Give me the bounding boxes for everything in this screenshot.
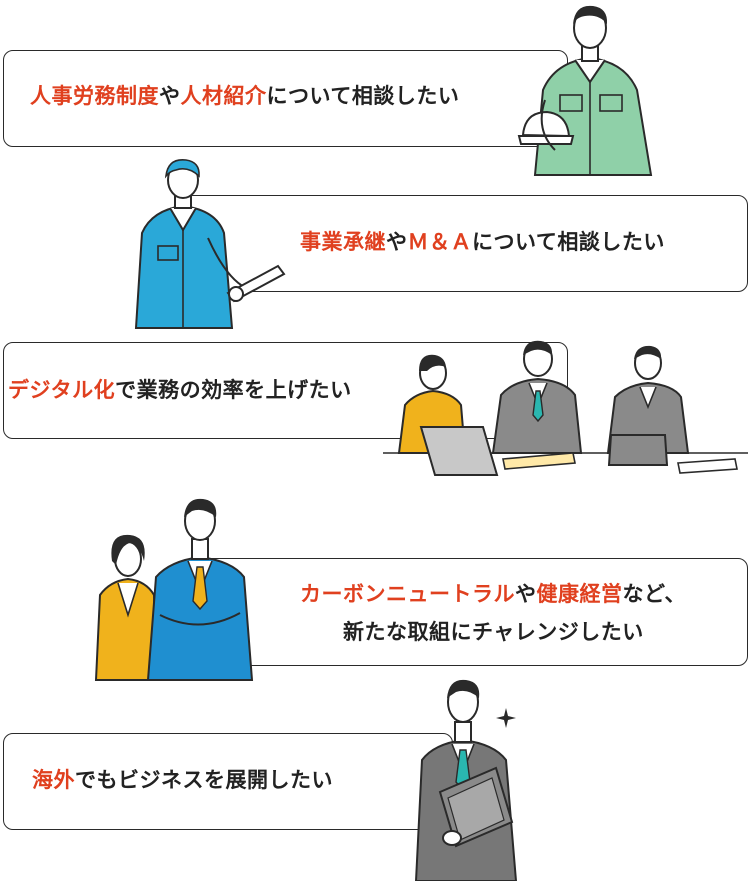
plain-text: について相談したい [266, 84, 460, 108]
highlight-text: 海外 [32, 768, 75, 792]
consult-text-carbon-line1: カーボンニュートラルや健康経営など、 [300, 580, 686, 608]
highlight-text: 人事労務制度 [30, 84, 159, 108]
consult-text-succession: 事業承継やＭ＆Ａについて相談したい [300, 228, 665, 256]
highlight-text: デジタル化 [8, 378, 116, 402]
business-pair-icon [94, 498, 254, 681]
plain-text: について相談したい [472, 230, 665, 254]
highlight-text: 事業承継 [300, 230, 386, 254]
plain-text: で業務の効率を上げたい [115, 378, 352, 402]
consult-text-overseas: 海外でもビジネスを展開したい [32, 766, 333, 794]
plain-text: や [515, 582, 537, 606]
highlight-text: 人材紹介 [180, 84, 267, 108]
consult-card-digital [3, 342, 568, 439]
consult-text-digital: デジタル化で業務の効率を上げたい [8, 376, 352, 404]
consult-text-carbon-line2: 新たな取組にチャレンジしたい [343, 618, 644, 646]
plain-text: や [386, 230, 408, 254]
consult-card-carbon [183, 558, 748, 666]
plain-text: など、 [622, 582, 686, 606]
plain-text: 新たな取組にチャレンジしたい [343, 620, 644, 644]
plain-text: や [159, 84, 181, 108]
businessman-with-tablet-icon [414, 679, 518, 881]
worker-with-helmet-icon [517, 5, 653, 176]
highlight-text: Ｍ＆Ａ [407, 230, 472, 254]
highlight-text: 健康経営 [536, 582, 623, 606]
highlight-text: カーボンニュートラル [300, 582, 515, 606]
office-meeting-icon [383, 340, 748, 476]
consult-text-hr: 人事労務制度や人材紹介について相談したい [30, 82, 459, 110]
consult-card-hr [3, 50, 568, 147]
plain-text: でもビジネスを展開したい [75, 768, 333, 792]
worker-with-clipboard-icon [134, 159, 286, 329]
sparkle-icon [496, 708, 516, 728]
